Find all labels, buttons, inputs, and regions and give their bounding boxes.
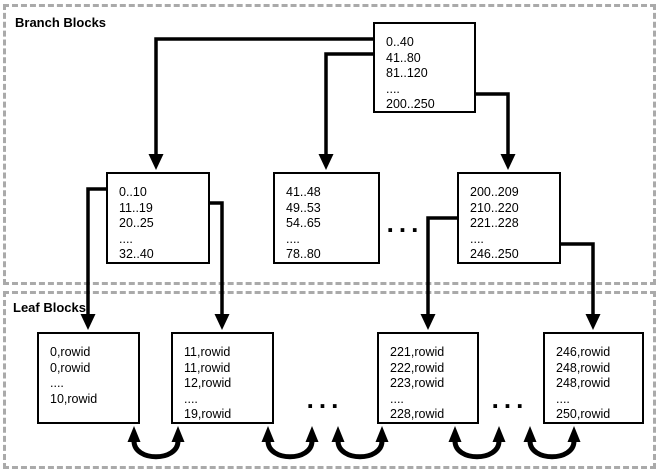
block-line: ....	[286, 231, 300, 246]
branch-block-3: 200..209 210..220 221..228 .... 246..250	[457, 172, 561, 264]
block-line: 78..80	[286, 247, 321, 261]
leaf-block-1: 0,rowid 0,rowid .... 10,rowid	[37, 332, 140, 424]
block-line: ....	[386, 81, 400, 96]
block-line: 221,rowid	[390, 345, 445, 359]
block-line: 19,rowid	[184, 407, 232, 421]
leaf-region-label: Leaf Blocks	[13, 300, 86, 315]
block-line: 41..48	[286, 185, 321, 199]
block-line: 246..250	[470, 247, 519, 261]
branch-block-2: 41..48 49..53 54..65 .... 78..80	[273, 172, 380, 264]
block-line: 210..220	[470, 200, 519, 215]
block-line: ....	[184, 391, 198, 406]
leaf-blocks-region: Leaf Blocks	[3, 291, 656, 469]
block-line: 250,rowid	[556, 407, 611, 421]
block-line: 0..10	[119, 185, 147, 199]
block-line: 221..228	[470, 216, 519, 230]
root-branch-block: 0..40 41..80 81..120 .... 200..250	[373, 22, 476, 113]
block-line: 10,rowid	[50, 391, 98, 406]
block-line: 228,rowid	[390, 407, 445, 421]
branch-blocks-region: Branch Blocks	[3, 4, 656, 285]
block-line: 11,rowid	[184, 360, 231, 375]
leaf-block-2: 11,rowid 11,rowid 12,rowid .... 19,rowid	[171, 332, 274, 424]
block-line: 0,rowid	[50, 345, 91, 359]
block-line: 11..19	[119, 200, 153, 215]
block-line: ....	[119, 231, 133, 246]
block-line: 222,rowid	[390, 360, 445, 375]
block-line: 223,rowid	[390, 376, 445, 390]
block-line: 49..53	[286, 200, 321, 215]
block-line: ....	[390, 391, 404, 406]
branch-block-1: 0..10 11..19 20..25 .... 32..40	[106, 172, 210, 264]
leaf-block-3: 221,rowid 222,rowid 223,rowid .... 228,r…	[377, 332, 479, 424]
block-line: 20..25	[119, 216, 154, 230]
block-line: 81..120	[386, 66, 428, 80]
block-line: 32..40	[119, 247, 154, 261]
block-line: 200..250	[386, 97, 435, 111]
block-line: 248,rowid	[556, 376, 611, 390]
block-line: 246,rowid	[556, 345, 611, 359]
leaf-row-ellipsis-1: ...	[306, 384, 344, 414]
block-line: 0,rowid	[50, 360, 91, 375]
block-line: 248,rowid	[556, 360, 611, 375]
block-line: 12,rowid	[184, 376, 232, 390]
block-line: ....	[50, 376, 64, 390]
block-line: ....	[470, 231, 484, 246]
block-line: ....	[556, 391, 570, 406]
branch-region-label: Branch Blocks	[15, 15, 107, 30]
branch-row-ellipsis: ...	[386, 208, 424, 238]
block-line: 41..80	[386, 50, 421, 65]
leaf-block-4: 246,rowid 248,rowid 248,rowid .... 250,r…	[543, 332, 644, 424]
block-line: 54..65	[286, 216, 321, 230]
block-line: 200..209	[470, 185, 519, 199]
block-line: 11,rowid	[184, 345, 231, 359]
block-line: 0..40	[386, 35, 414, 49]
leaf-row-ellipsis-2: ...	[491, 384, 529, 414]
